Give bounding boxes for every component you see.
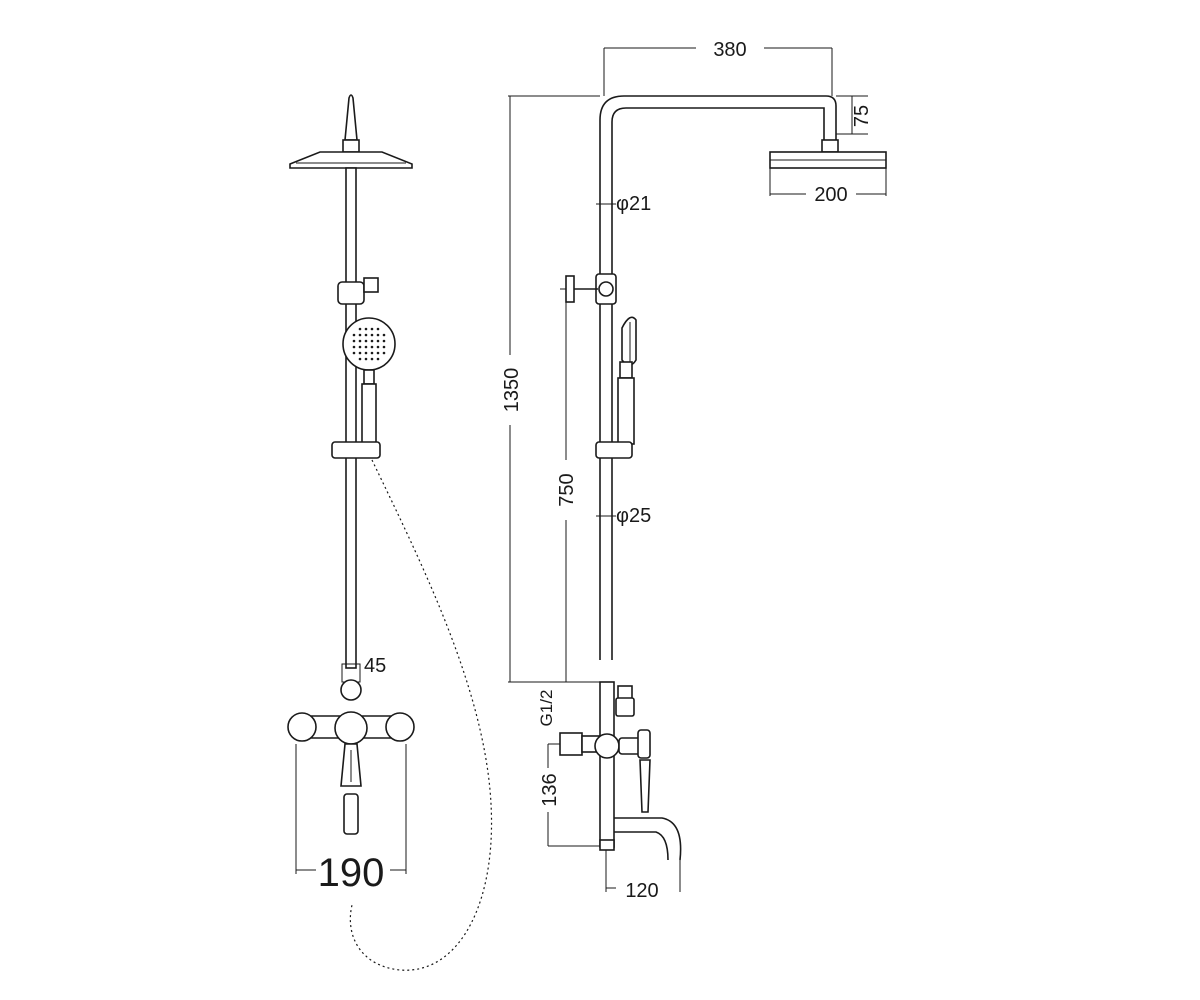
front-diverter-knob bbox=[363, 277, 379, 293]
dim-45-label: 45 bbox=[364, 655, 386, 677]
side-lever bbox=[639, 759, 651, 813]
front-hose bbox=[349, 459, 493, 971]
spray-dot bbox=[370, 357, 374, 361]
dim-136-label: 136 bbox=[539, 773, 561, 806]
spray-dot bbox=[358, 345, 362, 349]
spray-dot bbox=[352, 339, 356, 343]
spray-dot bbox=[376, 351, 380, 355]
front-right-eccentric bbox=[385, 712, 415, 742]
front-view-dimensions: 190 45 bbox=[295, 655, 407, 895]
side-diverter-cross bbox=[565, 275, 575, 303]
dim-1350-label: 1350 bbox=[501, 368, 523, 413]
side-head-connector bbox=[821, 139, 839, 153]
spray-dot bbox=[376, 357, 380, 361]
front-rain-head bbox=[289, 151, 413, 169]
spray-dot bbox=[352, 333, 356, 337]
front-spray-dots bbox=[352, 327, 386, 361]
spray-dot bbox=[370, 327, 374, 331]
side-hand-shower-handle bbox=[617, 377, 635, 445]
spray-dot bbox=[376, 339, 380, 343]
front-cartridge bbox=[334, 711, 368, 745]
side-spout-top bbox=[614, 817, 682, 861]
spray-dot bbox=[364, 333, 368, 337]
side-lower-body bbox=[599, 681, 615, 848]
front-slider-holder bbox=[331, 441, 381, 459]
spray-dot bbox=[364, 339, 368, 343]
front-diverter bbox=[337, 281, 365, 305]
side-riser-arm-inner bbox=[611, 107, 825, 660]
spray-dot bbox=[358, 327, 362, 331]
spray-dot bbox=[370, 345, 374, 349]
dim-g12-label: G1/2 bbox=[537, 690, 556, 727]
front-left-eccentric bbox=[287, 712, 317, 742]
spray-dot bbox=[352, 345, 356, 349]
spray-dot bbox=[376, 327, 380, 331]
dim-750-label: 750 bbox=[556, 473, 578, 506]
spray-dot bbox=[382, 345, 386, 349]
side-hand-shower-head bbox=[621, 316, 637, 366]
spray-dot bbox=[370, 351, 374, 355]
spray-dot bbox=[370, 339, 374, 343]
spray-dot bbox=[358, 339, 362, 343]
front-view bbox=[287, 94, 493, 971]
side-riser-arm-outer bbox=[599, 95, 837, 660]
spray-dot bbox=[352, 351, 356, 355]
dim-phi25-label: φ25 bbox=[616, 505, 651, 527]
spray-dot bbox=[358, 357, 362, 361]
dim-120-label: 120 bbox=[625, 880, 658, 902]
spray-dot bbox=[364, 345, 368, 349]
front-top-tip bbox=[344, 94, 358, 141]
spray-dot bbox=[376, 345, 380, 349]
spray-dot bbox=[382, 339, 386, 343]
front-hand-shower-head bbox=[342, 317, 396, 371]
side-upper-outlet-nut bbox=[615, 697, 635, 717]
front-spout bbox=[343, 793, 359, 835]
side-diverter-center bbox=[598, 281, 614, 297]
spray-dot bbox=[382, 333, 386, 337]
front-hand-shower-neck bbox=[363, 369, 375, 385]
spray-dot bbox=[364, 327, 368, 331]
spray-dot bbox=[382, 351, 386, 355]
front-head-connector bbox=[342, 139, 360, 153]
spray-dot bbox=[358, 351, 362, 355]
spray-dot bbox=[358, 333, 362, 337]
side-inlet-nut bbox=[559, 732, 583, 756]
side-view bbox=[559, 95, 887, 861]
side-base-nut bbox=[599, 839, 615, 851]
dim-phi21-label: φ21 bbox=[616, 193, 651, 215]
side-spout-bottom bbox=[614, 831, 669, 861]
side-cartridge bbox=[594, 733, 620, 759]
front-hand-shower-handle bbox=[361, 383, 377, 447]
spray-dot bbox=[364, 351, 368, 355]
dim-190-label: 190 bbox=[318, 851, 385, 895]
front-connector-nut bbox=[340, 679, 362, 701]
dim-380-label: 380 bbox=[713, 39, 746, 61]
spray-dot bbox=[370, 333, 374, 337]
spray-dot bbox=[364, 357, 368, 361]
side-hand-shower-neck bbox=[619, 361, 633, 379]
dim-200-label: 200 bbox=[814, 184, 847, 206]
dim-75-label: 75 bbox=[851, 105, 873, 127]
front-riser-bar bbox=[345, 167, 357, 669]
side-view-dimensions: 380 75 200 φ21 φ25 1350 750 G1/2 136 bbox=[501, 39, 887, 902]
side-slider-holder bbox=[595, 441, 633, 459]
spray-dot bbox=[376, 333, 380, 337]
side-handle-cap bbox=[637, 729, 651, 759]
